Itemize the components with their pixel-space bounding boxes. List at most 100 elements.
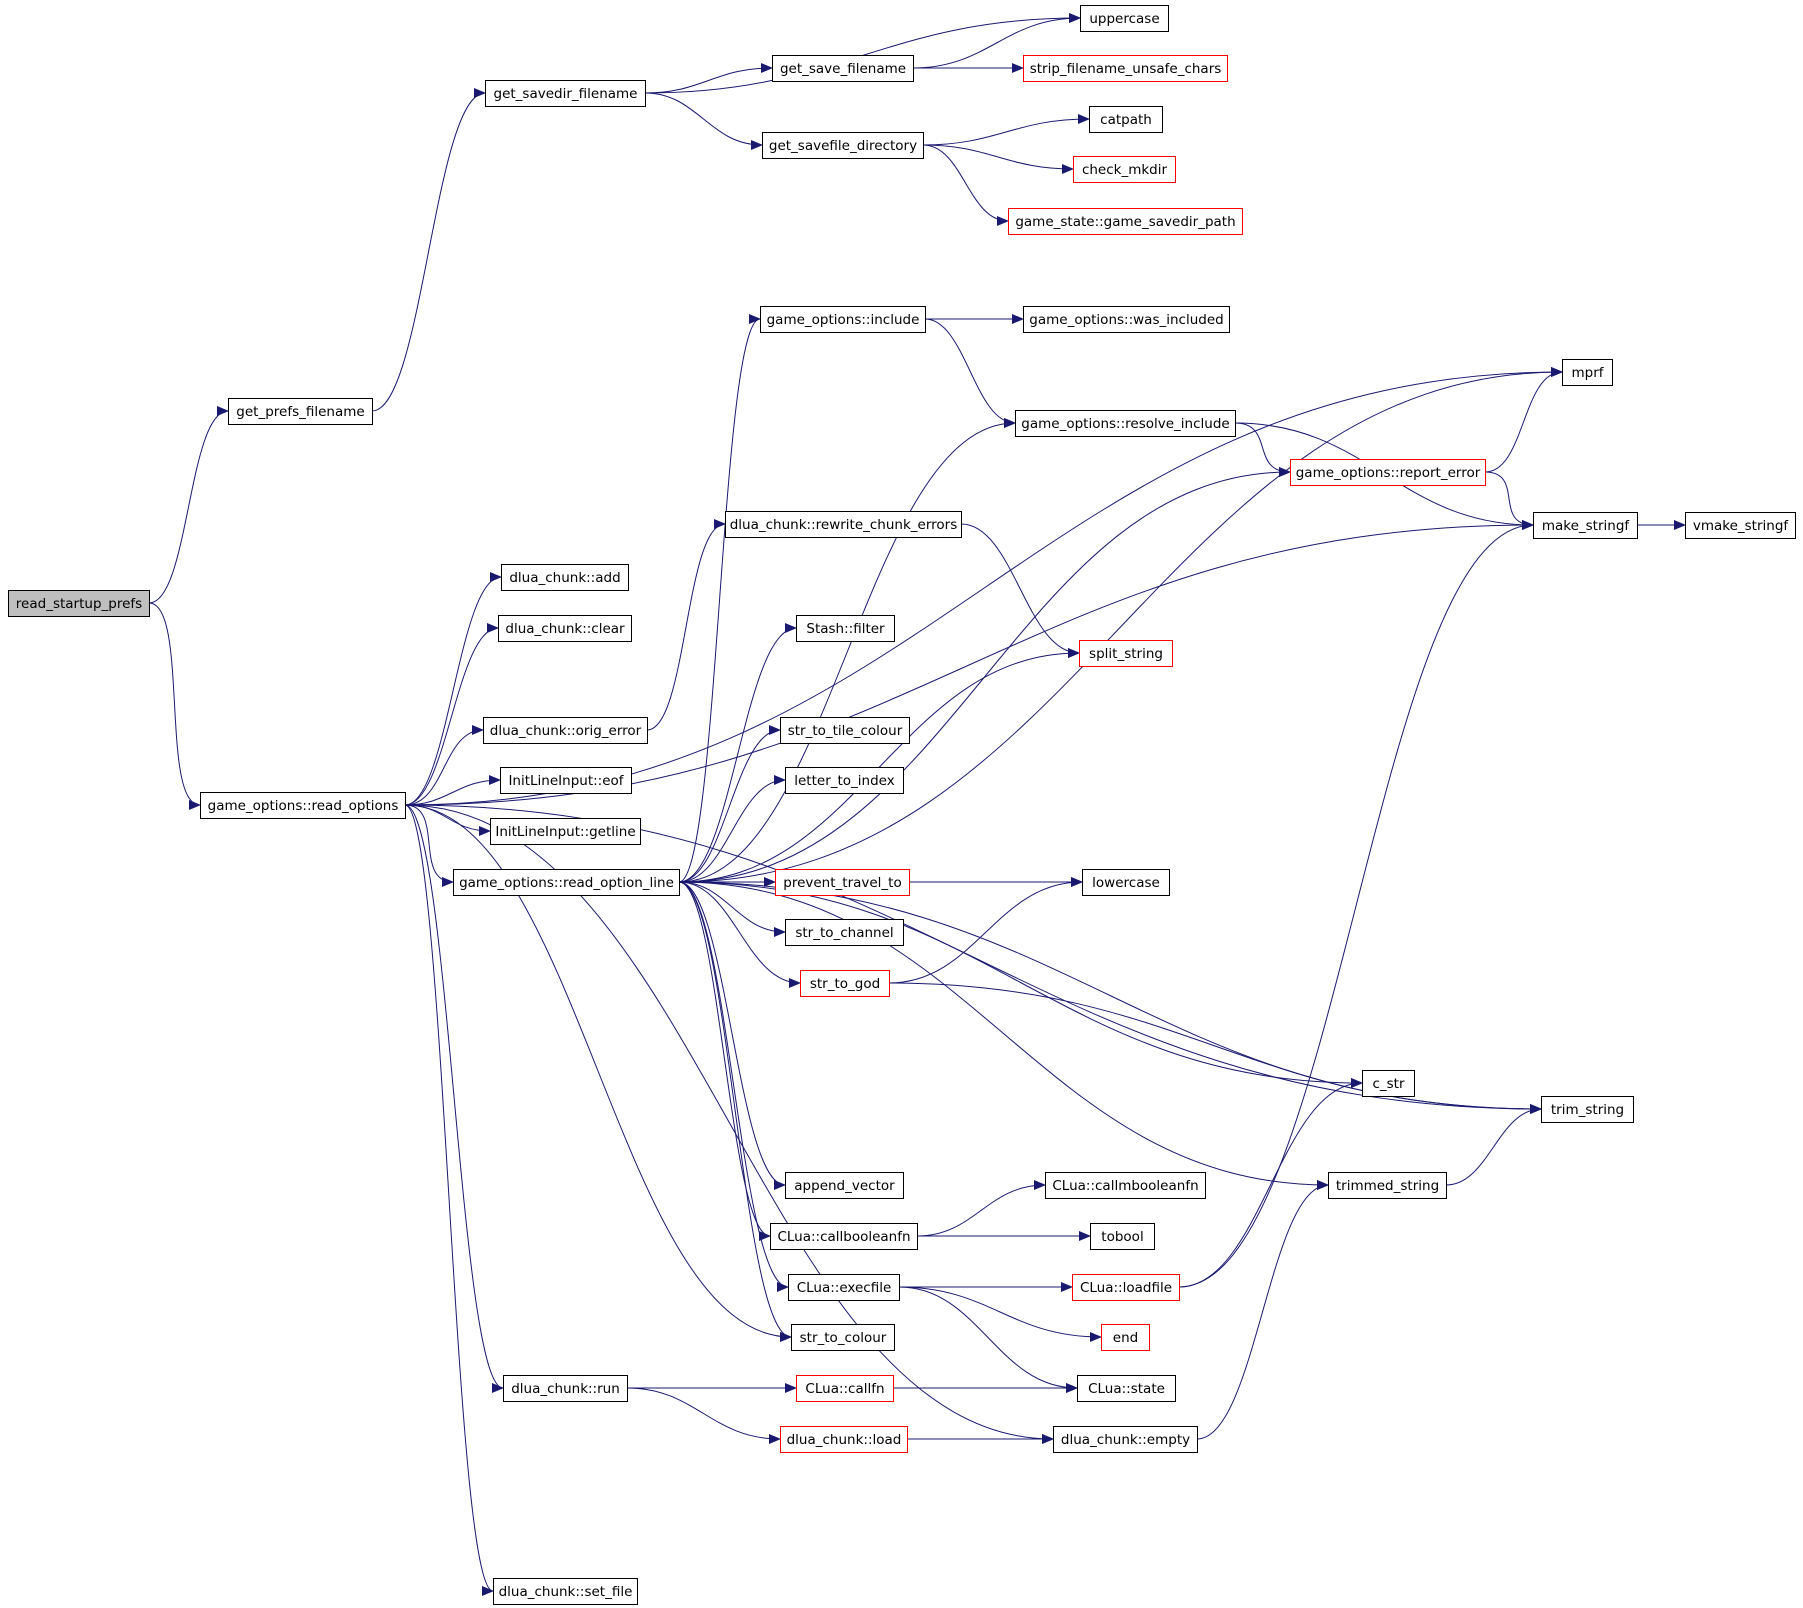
node-strip-filename-unsafe-chars[interactable]: strip_filename_unsafe_chars: [1023, 55, 1228, 82]
node-stash-filter[interactable]: Stash::filter: [796, 615, 895, 642]
node-eof[interactable]: InitLineInput::eof: [500, 767, 632, 794]
node-game-savedir-path[interactable]: game_state::game_savedir_path: [1008, 208, 1243, 235]
node-split-string[interactable]: split_string: [1079, 640, 1173, 667]
node-box[interactable]: [760, 306, 926, 333]
node-box[interactable]: [1077, 1375, 1176, 1402]
node-box[interactable]: [1089, 106, 1163, 133]
node-catpath[interactable]: catpath: [1089, 106, 1163, 133]
node-include[interactable]: game_options::include: [760, 306, 926, 333]
node-prevent-travel-to[interactable]: prevent_travel_to: [775, 869, 910, 896]
node-uppercase[interactable]: uppercase: [1080, 5, 1169, 32]
node-box[interactable]: [500, 767, 632, 794]
node-box[interactable]: [775, 869, 910, 896]
node-box[interactable]: [1072, 1274, 1180, 1301]
node-box[interactable]: [1541, 1096, 1634, 1123]
node-dlua-run[interactable]: dlua_chunk::run: [503, 1375, 628, 1402]
node-vmake-stringf[interactable]: vmake_stringf: [1685, 512, 1796, 539]
node-box[interactable]: [483, 717, 648, 744]
node-box[interactable]: [770, 1223, 918, 1250]
node-box[interactable]: [200, 792, 406, 819]
node-box[interactable]: [490, 818, 641, 845]
node-c-str[interactable]: c_str: [1362, 1070, 1415, 1097]
node-append-vector[interactable]: append_vector: [785, 1172, 904, 1199]
node-box[interactable]: [1045, 1172, 1206, 1199]
node-get-prefs-filename[interactable]: get_prefs_filename: [228, 398, 373, 425]
node-box[interactable]: [1562, 359, 1613, 386]
node-letter-to-index[interactable]: letter_to_index: [785, 767, 904, 794]
node-get-savefile-directory[interactable]: get_savefile_directory: [762, 132, 924, 159]
node-getline[interactable]: InitLineInput::getline: [490, 818, 641, 845]
node-dlua-clear[interactable]: dlua_chunk::clear: [498, 615, 632, 642]
node-box[interactable]: [1362, 1070, 1415, 1097]
node-box[interactable]: [501, 564, 629, 591]
node-resolve-include[interactable]: game_options::resolve_include: [1015, 410, 1236, 437]
node-box[interactable]: [772, 55, 914, 82]
node-box[interactable]: [1023, 306, 1230, 333]
node-tobool[interactable]: tobool: [1090, 1223, 1155, 1250]
node-rewrite-chunk-errors[interactable]: dlua_chunk::rewrite_chunk_errors: [725, 511, 962, 538]
node-box[interactable]: [8, 590, 150, 617]
node-box[interactable]: [1090, 1223, 1155, 1250]
node-trimmed-string[interactable]: trimmed_string: [1328, 1172, 1447, 1199]
node-box[interactable]: [1080, 5, 1169, 32]
node-str-to-tile-colour[interactable]: str_to_tile_colour: [780, 717, 910, 744]
node-box[interactable]: [762, 132, 924, 159]
node-get-save-filename[interactable]: get_save_filename: [772, 55, 914, 82]
node-orig-error[interactable]: dlua_chunk::orig_error: [483, 717, 648, 744]
node-was-included[interactable]: game_options::was_included: [1023, 306, 1230, 333]
node-box[interactable]: [796, 1375, 894, 1402]
node-str-to-colour[interactable]: str_to_colour: [791, 1324, 895, 1351]
node-end[interactable]: end: [1101, 1324, 1150, 1351]
node-box[interactable]: [503, 1375, 628, 1402]
node-box[interactable]: [453, 869, 680, 896]
node-lowercase[interactable]: lowercase: [1082, 869, 1170, 896]
node-box[interactable]: [1079, 640, 1173, 667]
node-box[interactable]: [1082, 869, 1170, 896]
node-box[interactable]: [1101, 1324, 1150, 1351]
node-dlua-load[interactable]: dlua_chunk::load: [780, 1426, 908, 1453]
node-box[interactable]: [785, 767, 904, 794]
node-box[interactable]: [785, 919, 904, 946]
node-box[interactable]: [1053, 1426, 1198, 1453]
node-box[interactable]: [485, 80, 646, 107]
node-set-file[interactable]: dlua_chunk::set_file: [493, 1578, 638, 1605]
node-callbooleanfn[interactable]: CLua::callbooleanfn: [770, 1223, 918, 1250]
node-box[interactable]: [1008, 208, 1243, 235]
node-box[interactable]: [1533, 512, 1638, 539]
node-read-options[interactable]: game_options::read_options: [200, 792, 406, 819]
node-box[interactable]: [725, 511, 962, 538]
node-callfn[interactable]: CLua::callfn: [796, 1375, 894, 1402]
node-callmbooleanfn[interactable]: CLua::callmbooleanfn: [1045, 1172, 1206, 1199]
node-box[interactable]: [780, 717, 910, 744]
node-box[interactable]: [788, 1274, 900, 1301]
node-box[interactable]: [785, 1172, 904, 1199]
node-execfile[interactable]: CLua::execfile: [788, 1274, 900, 1301]
node-make-stringf[interactable]: make_stringf: [1533, 512, 1638, 539]
node-report-error[interactable]: game_options::report_error: [1290, 459, 1486, 486]
node-check-mkdir[interactable]: check_mkdir: [1073, 156, 1176, 183]
node-box[interactable]: [800, 970, 890, 997]
node-box[interactable]: [1023, 55, 1228, 82]
node-loadfile[interactable]: CLua::loadfile: [1072, 1274, 1180, 1301]
node-dlua-empty[interactable]: dlua_chunk::empty: [1053, 1426, 1198, 1453]
node-mprf[interactable]: mprf: [1562, 359, 1613, 386]
node-trim-string[interactable]: trim_string: [1541, 1096, 1634, 1123]
node-box[interactable]: [791, 1324, 895, 1351]
node-str-to-channel[interactable]: str_to_channel: [785, 919, 904, 946]
node-box[interactable]: [780, 1426, 908, 1453]
node-str-to-god[interactable]: str_to_god: [800, 970, 890, 997]
node-box[interactable]: [1328, 1172, 1447, 1199]
node-box[interactable]: [1685, 512, 1796, 539]
node-box[interactable]: [1073, 156, 1176, 183]
node-box[interactable]: [796, 615, 895, 642]
node-box[interactable]: [493, 1578, 638, 1605]
node-box[interactable]: [498, 615, 632, 642]
node-clua-state[interactable]: CLua::state: [1077, 1375, 1176, 1402]
node-dlua-add[interactable]: dlua_chunk::add: [501, 564, 629, 591]
node-box[interactable]: [1015, 410, 1236, 437]
node-read-startup-prefs[interactable]: read_startup_prefs: [8, 590, 150, 617]
node-get-savedir-filename[interactable]: get_savedir_filename: [485, 80, 646, 107]
node-read-option-line[interactable]: game_options::read_option_line: [453, 869, 680, 896]
node-box[interactable]: [1290, 459, 1486, 486]
node-box[interactable]: [228, 398, 373, 425]
